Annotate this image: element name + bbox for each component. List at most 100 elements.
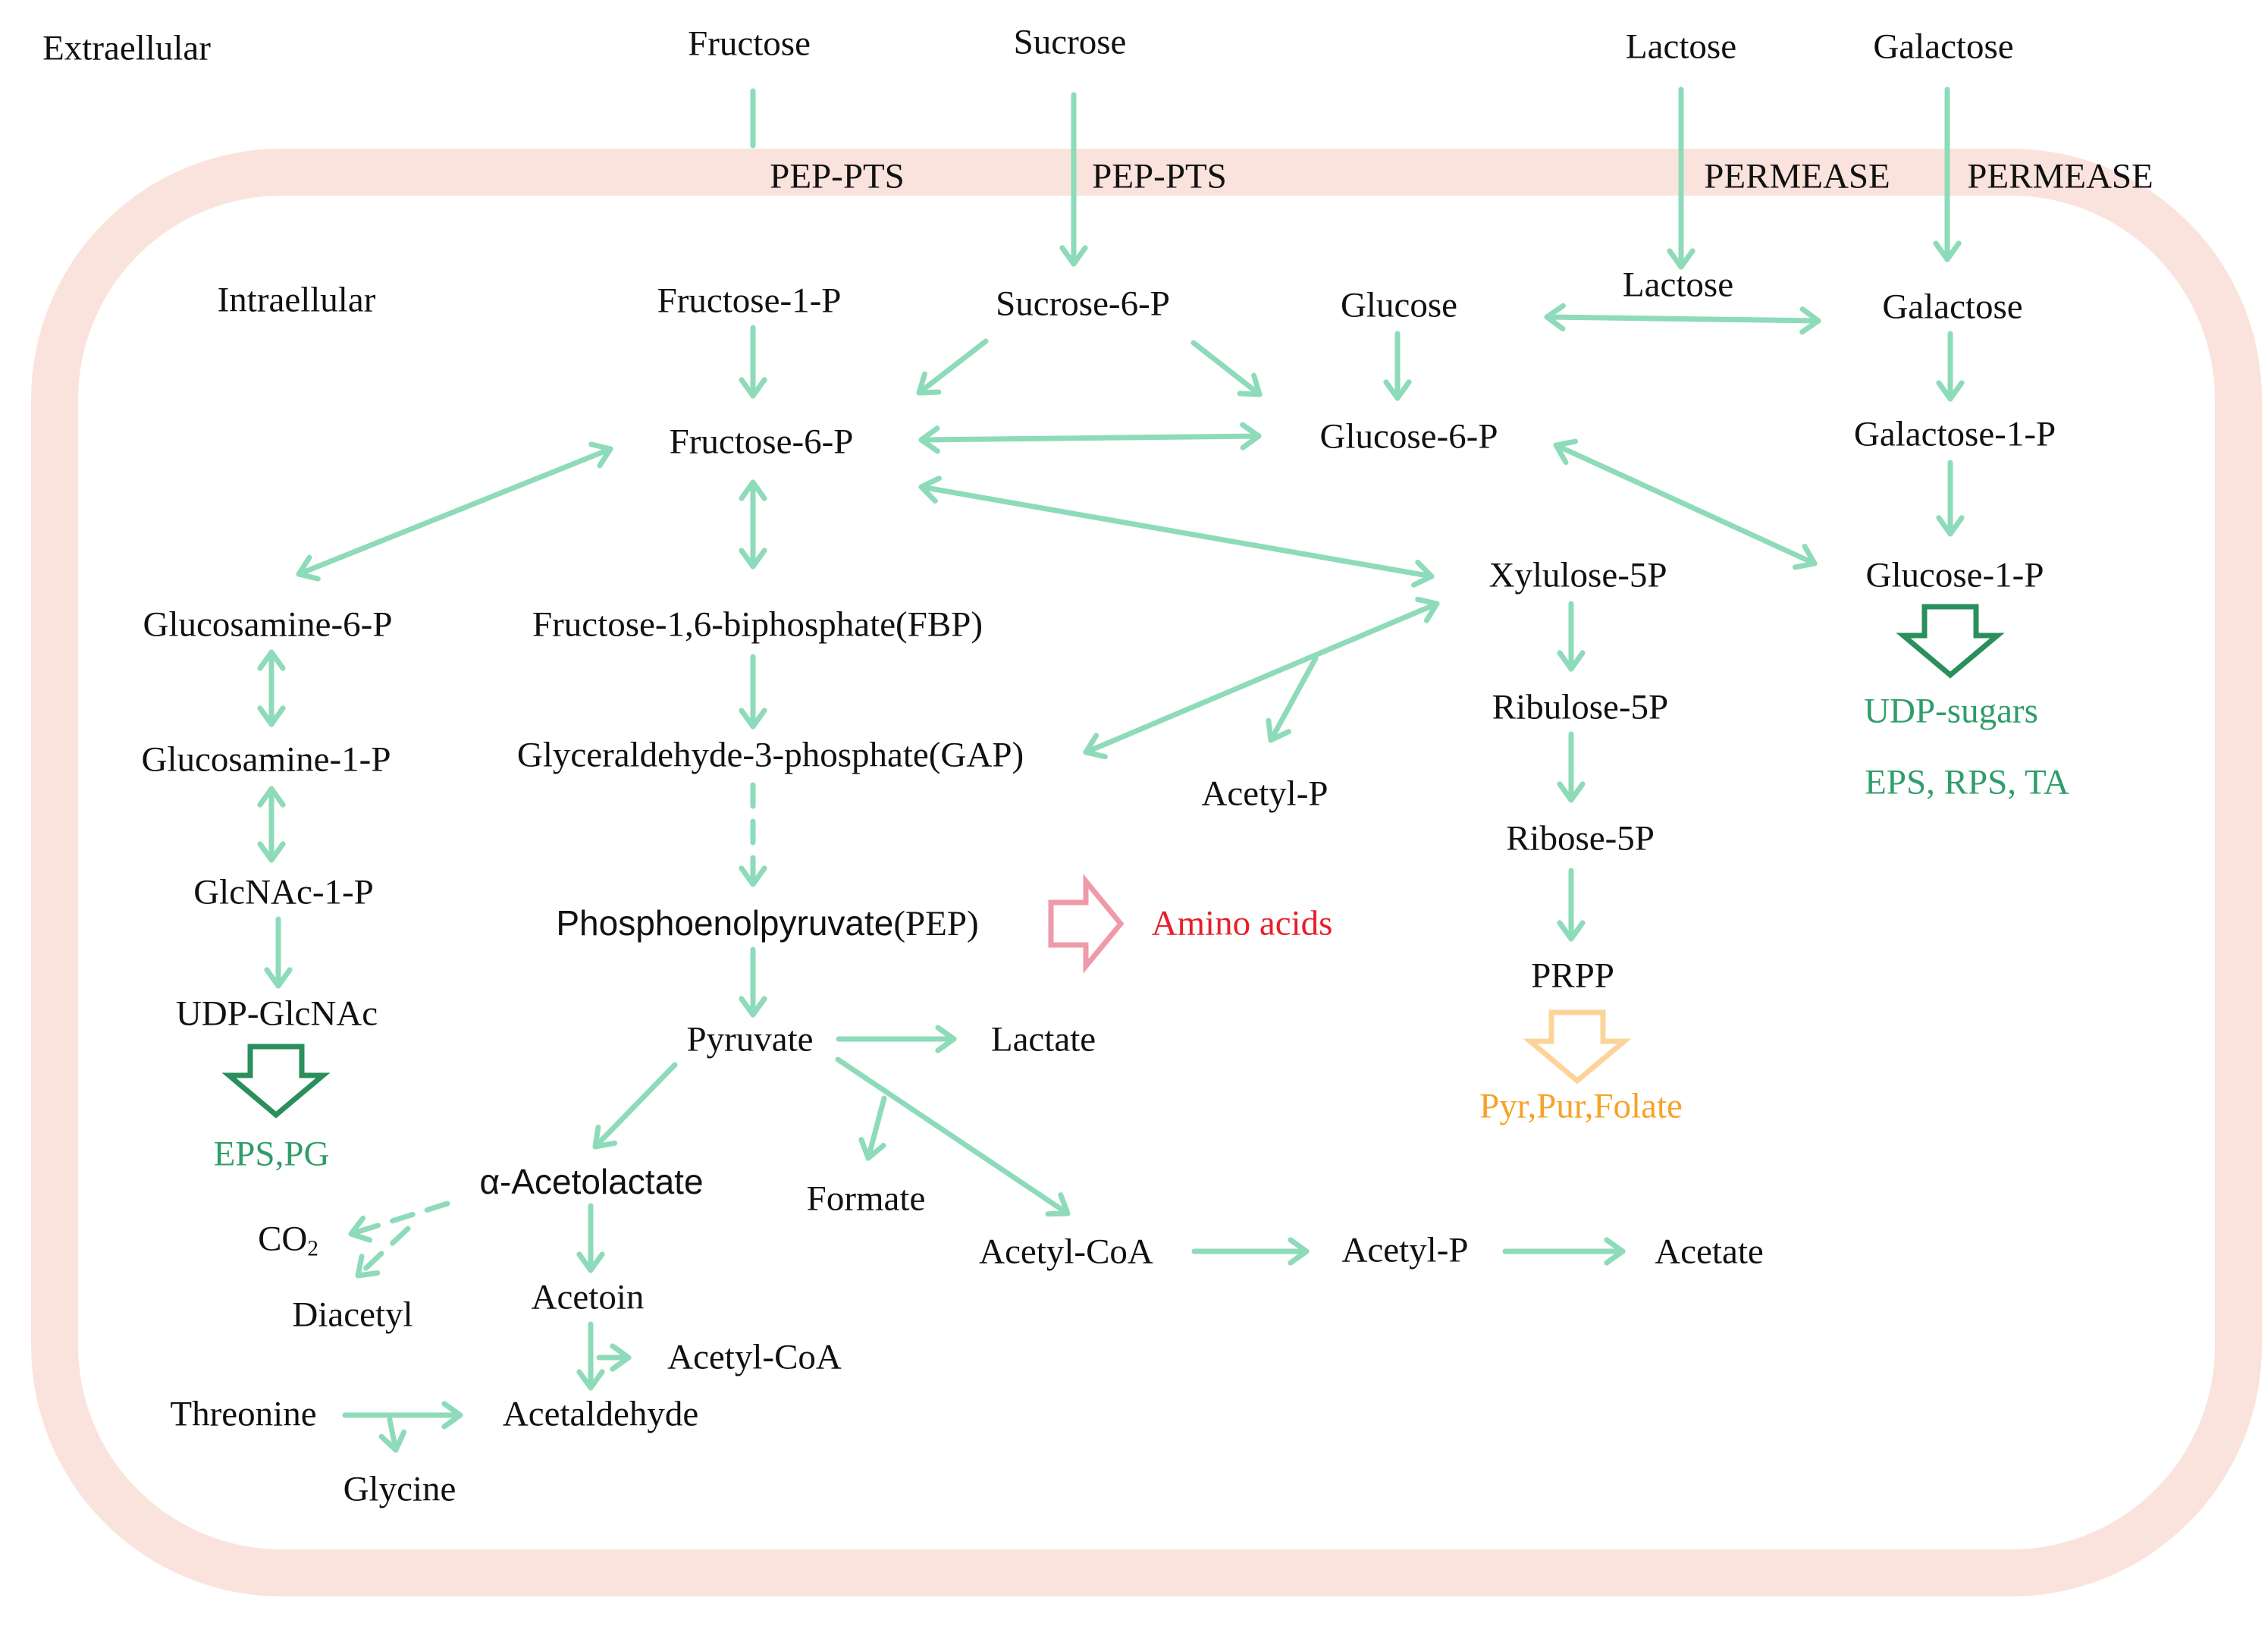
xylulose-5p-gap-arrow-end-head: [1083, 733, 1108, 760]
co2-node: CO2: [258, 1221, 318, 1260]
xylulose-5p-node: Xylulose-5P: [1488, 555, 1667, 595]
galactose-1p-to-glucose-1p-arrow-end-head: [1936, 515, 1965, 537]
xylulose-5p-gap-arrow-start-head: [1415, 596, 1440, 623]
amino-acids-product: Amino acids: [1151, 903, 1333, 943]
glucosamine-1p-glcnac-1p-arrow-start-head: [257, 786, 286, 808]
galactose-extracellular-label: Galactose: [1873, 27, 2014, 67]
fructose-6-p-node: Fructose-6-P: [669, 422, 854, 462]
fbp-to-gap-arrow-end-head: [739, 708, 767, 730]
glucose-1-p-node: Glucose-1-P: [1865, 555, 2044, 595]
fructose-6p-glucosamine-6p-arrow-line: [296, 446, 613, 577]
pyruvate-node: Pyruvate: [686, 1019, 814, 1059]
fructose-1-p-node: Fructose-1-P: [657, 281, 842, 321]
co2-to-diacetyl-arrow-line: [355, 1226, 411, 1279]
pep-to-pyruvate-arrow-end-head: [739, 996, 767, 1018]
acetyl-coa-2-node: Acetyl-CoA: [667, 1337, 842, 1377]
intracellular-label: Intraellular: [217, 280, 376, 320]
fructose-6p-glucose-6p-arrow-line: [918, 433, 1262, 443]
lactose-to-glucose-galactose-arrow-end-head: [1799, 306, 1821, 335]
udp-sugars-product: UDP-sugars: [1864, 691, 2038, 731]
alpha-acetolactate-node: α-Acetolactate: [479, 1162, 704, 1201]
sucrose-6p-to-fructose-6p-arrow-end-head: [916, 371, 942, 396]
glucose-6p-glucose-1p-arrow-start-head: [1553, 438, 1579, 466]
pep-pts-transporter-sucrose: PEP-PTS: [1092, 156, 1227, 196]
fructose-6p-fbp-arrow-end-head: [739, 548, 767, 570]
glcnac-1p-to-udp-glcnac-arrow-end-head: [264, 967, 293, 989]
threonine-to-glycine-arrow-end-head: [378, 1429, 407, 1453]
pep-to-amino-acids-arrow-icon: [1048, 874, 1125, 974]
acetaldehyde-node: Acetaldehyde: [502, 1394, 699, 1434]
permease-transporter-galactose: PERMEASE: [1967, 156, 2154, 196]
extracellular-label: Extraellular: [42, 28, 211, 68]
xylulose-to-acetyl-p-arrow-line: [1268, 655, 1319, 743]
xylulose-to-acetyl-p-arrow-end-head: [1266, 717, 1291, 743]
pyr-pur-folate-product: Pyr,Pur,Folate: [1479, 1086, 1683, 1126]
acetolactate-to-co2-arrow-end-head: [348, 1215, 373, 1243]
threonine-to-acetaldehyde-arrow-end-head: [441, 1401, 463, 1430]
fructose-6p-xylulose-5p-arrow-line: [918, 484, 1435, 579]
glucose-6p-glucose-1p-arrow-end-head: [1792, 543, 1818, 570]
acetyl-p-lower-node: Acetyl-P: [1341, 1230, 1469, 1270]
acetyl-p-to-acetate-arrow-end-head: [1604, 1237, 1626, 1266]
formate-node: Formate: [806, 1179, 926, 1219]
sucrose-extracellular-label: Sucrose: [1013, 22, 1127, 62]
lactose-extracellular-label: Lactose: [1625, 27, 1737, 67]
acetyl-p-upper-node: Acetyl-P: [1201, 774, 1328, 814]
ribose-to-prpp-arrow-end-head: [1557, 920, 1586, 942]
glucose-6-p-node: Glucose-6-P: [1319, 416, 1498, 457]
pyruvate-to-acetyl-coa-arrow-end-head: [1045, 1192, 1071, 1217]
prpp-export-arrow-icon: [1523, 1009, 1632, 1085]
pyruvate-to-formate-arrow-end-head: [858, 1137, 886, 1161]
sucrose-6p-to-glucose-6p-arrow-line: [1190, 340, 1263, 397]
fructose-6p-glucose-6p-arrow-start-head: [918, 425, 940, 454]
eps-pg-product: EPS,PG: [213, 1134, 330, 1174]
co2-to-diacetyl-arrow-end-head: [355, 1254, 381, 1279]
sucrose-import-arrow-end-head: [1059, 245, 1088, 267]
co2-subscript: 2: [307, 1236, 318, 1261]
prpp-node: PRPP: [1531, 956, 1614, 996]
diacetyl-node: Diacetyl: [292, 1295, 413, 1335]
sucrose-6p-to-glucose-6p-arrow-end-head: [1237, 372, 1263, 397]
xylulose-to-ribulose-arrow-end-head: [1557, 650, 1586, 672]
lactose-import-arrow-end-head: [1667, 248, 1696, 270]
acetoin-to-acetyl-coa-2-arrow-end-head: [610, 1343, 632, 1372]
glucosamine-6-p-node: Glucosamine-6-P: [143, 604, 393, 645]
xylulose-5p-gap-arrow-line: [1083, 601, 1440, 755]
pep-name: Phosphoenolpyruvate: [556, 903, 894, 943]
glucosamine-1p-glcnac-1p-arrow-end-head: [257, 841, 286, 863]
fructose-6p-glucosamine-6p-arrow-end-head: [296, 554, 321, 582]
pyruvate-to-formate-arrow-line: [865, 1095, 887, 1161]
ribose-5p-node: Ribose-5P: [1506, 818, 1655, 859]
glucose-node: Glucose: [1340, 285, 1458, 325]
udp-glcnac-node: UDP-GlcNAc: [175, 993, 378, 1034]
pyruvate-to-acetyl-coa-arrow-line: [835, 1056, 1071, 1216]
udp-glcnac-export-arrow-icon: [221, 1044, 331, 1119]
lactose-to-glucose-galactose-arrow-line: [1544, 314, 1821, 324]
fructose-6p-glucosamine-6p-arrow-start-head: [588, 441, 613, 469]
lactose-intracellular-node: Lactose: [1622, 265, 1734, 305]
fructose-1p-to-fructose-6p-arrow-end-head: [739, 377, 767, 399]
threonine-to-glycine-arrow-line: [387, 1417, 399, 1453]
ribulose-to-ribose-arrow-end-head: [1557, 781, 1586, 803]
galactose-import-arrow-end-head: [1933, 240, 1962, 262]
glucose-6p-glucose-1p-arrow-line: [1553, 442, 1818, 567]
pyruvate-to-lactate-arrow-end-head: [935, 1025, 957, 1053]
galactose-1-p-node: Galactose-1-P: [1853, 414, 2056, 454]
acetate-node: Acetate: [1655, 1232, 1764, 1272]
gap-to-pep-arrow-end-head: [739, 865, 767, 887]
acetoin-node: Acetoin: [531, 1277, 645, 1317]
pep-abbreviation: (PEP): [893, 904, 979, 943]
eps-rps-ta-product: EPS, RPS, TA: [1865, 762, 2069, 802]
glcnac-1-p-node: GlcNAc-1-P: [193, 872, 374, 912]
pep-node: Phosphoenolpyruvate(PEP): [556, 906, 978, 942]
glycine-node: Glycine: [343, 1469, 456, 1509]
ribulose-5p-node: Ribulose-5P: [1492, 687, 1669, 727]
acetoin-to-acetaldehyde-arrow-end-head: [576, 1369, 605, 1391]
fructose-6p-fbp-arrow-start-head: [739, 479, 767, 501]
fructose-6p-xylulose-5p-arrow-end-head: [1411, 559, 1435, 588]
glucosamine-6p-1p-arrow-end-head: [257, 705, 286, 727]
acetolactate-to-acetoin-arrow-end-head: [576, 1251, 605, 1273]
